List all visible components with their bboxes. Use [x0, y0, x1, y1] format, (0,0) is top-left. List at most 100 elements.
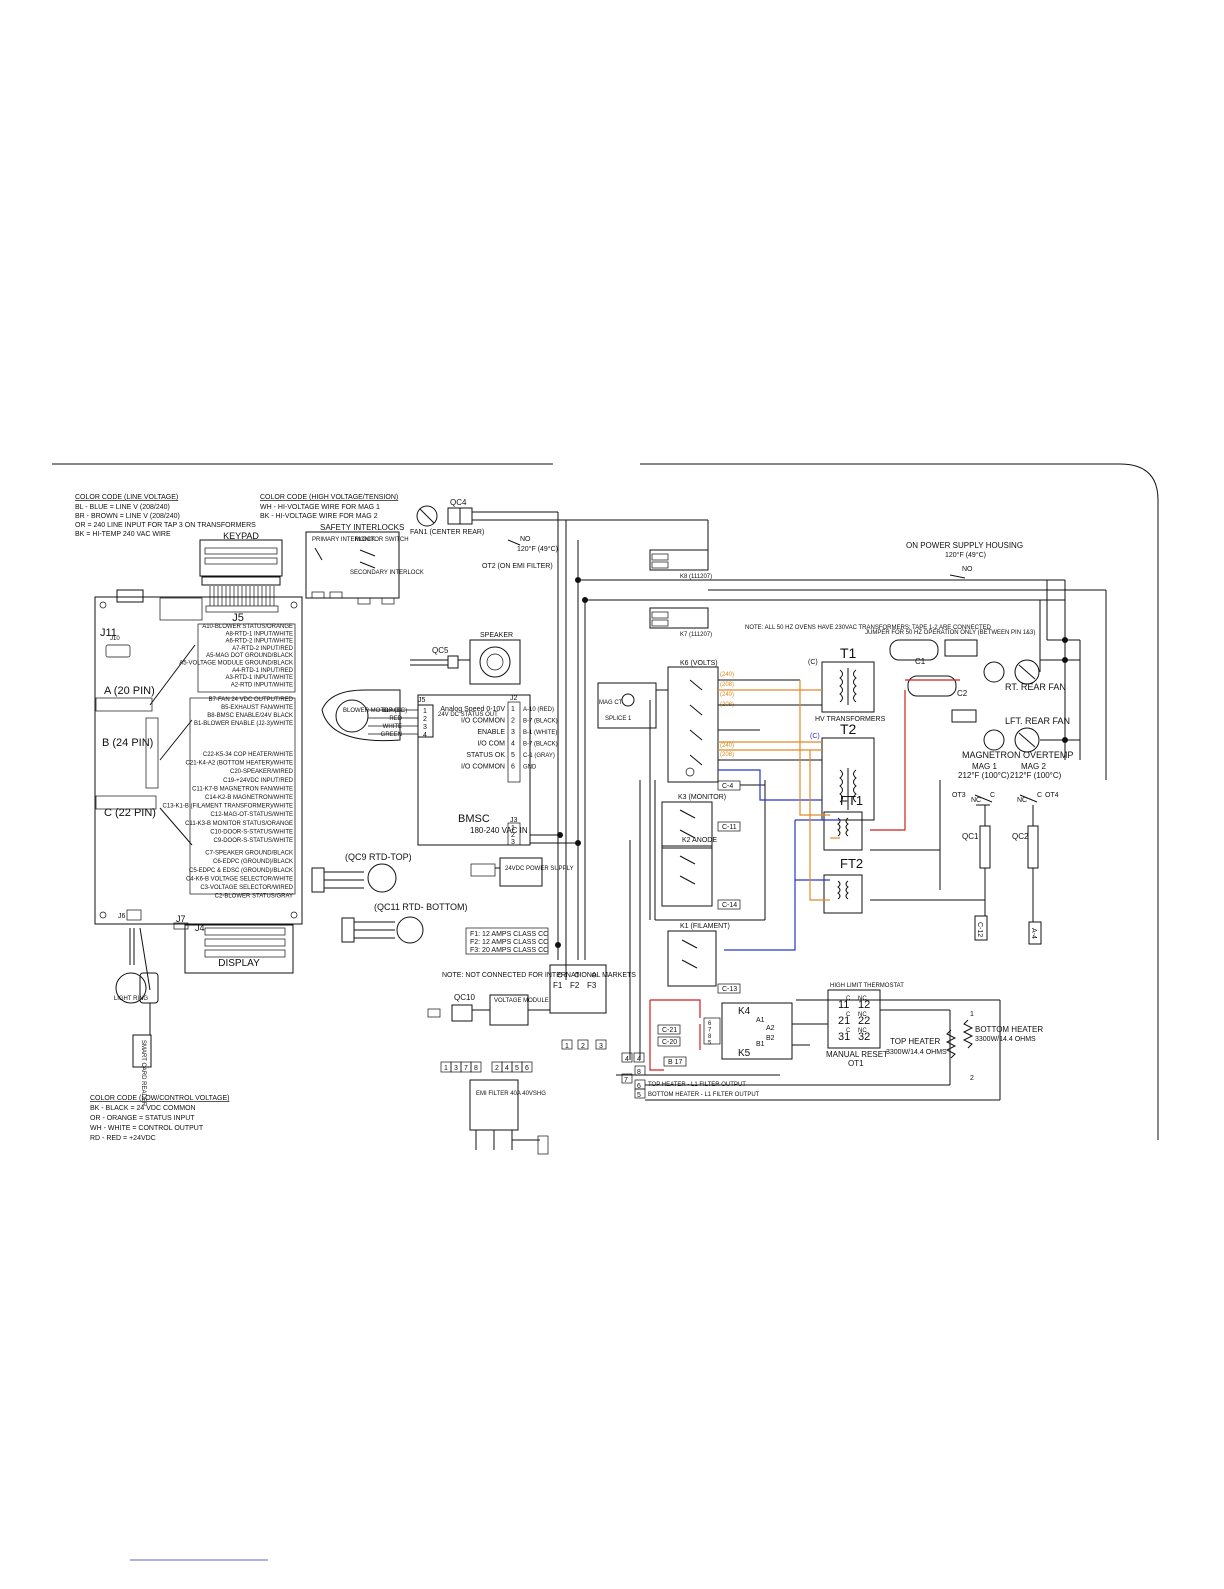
ot3-label: OT3 [952, 792, 966, 799]
small-terminal-number: 4 [637, 1056, 641, 1063]
relay-k2-anode: K2 ANODE C-14 [661, 837, 741, 910]
note-intl: NOTE: NOT CONNECTED FOR INTERNATIONAL MA… [442, 972, 636, 979]
ot2-temp: 120°F (49°C) [517, 545, 558, 553]
mag2-temp: 212°F (100°C) [1010, 771, 1062, 780]
fuse-f1: F1 [553, 981, 563, 990]
t2-label: T2 [840, 721, 857, 737]
volt-tap-common: (C) [810, 733, 820, 740]
bottom-heater-pin2: 2 [970, 1075, 974, 1082]
c21-label: C-21 [662, 1027, 677, 1034]
wiring-orange [718, 680, 840, 901]
j3-pin-number: 2 [511, 832, 515, 839]
thermostat-contact-right: 12 [858, 999, 870, 1011]
j2-wire-color: B-7 (BLACK) [523, 719, 558, 725]
keypad: KEYPAD J5 [199, 531, 283, 624]
small-terminal-box [561, 1039, 573, 1050]
blower-wire-color: RED [389, 716, 402, 722]
volt-tap-common: (C) [808, 659, 818, 666]
k4-a1: A1 [756, 1017, 765, 1024]
fuse-f2: F2 [570, 981, 580, 990]
top-heater: TOP HEATER 3300W/14.4 OHMS [886, 1029, 957, 1059]
j3-pin-rows: 123 [511, 825, 515, 846]
control-board: J11 J10 A (20 PIN) B (24 PIN) C (22 PIN)… [94, 589, 303, 933]
c13-label: C-13 [722, 986, 737, 993]
mag-overtemp-label: MAGNETRON OVERTEMP [962, 750, 1073, 760]
color-code-line-voltage: COLOR CODE (LINE VOLTAGE) BL - BLUE = LI… [75, 494, 256, 538]
k5-b2: B2 [766, 1035, 775, 1042]
ot2-label: OT2 (ON EMI FILTER) [482, 563, 553, 570]
ot1-label: OT1 [848, 1059, 864, 1068]
safety-interlocks-label: SAFETY INTERLOCKS [320, 523, 404, 532]
note-jumper: JUMPER FOR 50 HZ OPERATION ONLY (BETWEEN… [865, 630, 1035, 636]
small-terminal-box [595, 1039, 607, 1050]
j3-label: J3 [510, 817, 518, 824]
psu-housing-temp: 120°F (49°C) [945, 551, 986, 559]
j5-pin-label: A10-BLOWER STATUS/ORANGE [202, 624, 293, 630]
ft1-label: FT1 [840, 793, 863, 808]
ot3-nc: NC [971, 797, 981, 804]
top-heater-label: TOP HEATER [890, 1037, 940, 1046]
color-code-low-item: WH - WHITE = CONTROL OUTPUT [90, 1125, 204, 1132]
mag2-label: MAG 2 [1021, 762, 1046, 771]
small-terminal-box [577, 1039, 589, 1050]
j5-pin-label: A8-RTD-1 INPUT/WHITE [225, 631, 293, 637]
volt-tap-label: (240) [720, 743, 734, 749]
thermostat-contact-right: 32 [858, 1031, 870, 1043]
j2-wire-color: B-1 (WHITE) [523, 730, 557, 736]
blower-label: BLOWER MOTOR (DC) [343, 708, 407, 714]
magnetron-overtemp: MAGNETRON OVERTEMP MAG 1 MAG 2 212°F (10… [952, 750, 1073, 945]
j2-pin-number: 5 [511, 752, 515, 759]
j5-side-label: J5 [418, 697, 426, 704]
volt-tap-label: (208) [720, 682, 734, 688]
note-50hz: NOTE: ALL 50 HZ OVENS HAVE 230VAC TRANSF… [745, 625, 992, 631]
output-terminal-6: 6 [637, 1083, 641, 1090]
emi-terminal-number: 6 [525, 1065, 529, 1072]
output-terminal-8: 8 [637, 1069, 641, 1076]
color-code-high-voltage: COLOR CODE (HIGH VOLTAGE/TENSION) WH - H… [260, 494, 398, 520]
thermostat-c-label: C [846, 1028, 851, 1034]
j2-wire-color: B-7 (BLACK) [523, 742, 558, 748]
c-pin-label: C (22 PIN) [104, 807, 156, 819]
c2-label: C2 [957, 689, 968, 698]
ot4-label: OT4 [1045, 792, 1059, 799]
j5-pin-label: C10-DOOR-S-STATUS/WHITE [210, 829, 293, 835]
emi-terminal-box [521, 1061, 533, 1073]
volt-tap-label: (240) [720, 672, 734, 678]
k4-a2: A2 [766, 1025, 775, 1032]
j5-side-pin: 4 [423, 732, 427, 739]
bottom-heater-relay-label: BOTTOM HEATER - L1 FILTER OUTPUT [648, 1092, 760, 1098]
c20-label: C-20 [662, 1039, 677, 1046]
j5-pin-label: C12-MAG-OT-STATUS/WHITE [211, 812, 293, 818]
j5-pin-label: B8-BMSC ENABLE/24V BLACK [207, 713, 293, 719]
color-code-low-title: COLOR CODE (LOW/CONTROL VOLTAGE) [90, 1095, 230, 1102]
capacitor-c2: C2 [907, 675, 977, 723]
a4-label: A-4 [1030, 928, 1037, 939]
color-code-high-item: WH - HI-VOLTAGE WIRE FOR MAG 1 [260, 504, 380, 511]
secondary-interlock-label: SECONDARY INTERLOCK [350, 570, 424, 576]
psu-housing-label: ON POWER SUPPLY HOUSING [906, 541, 1023, 550]
filament-transformer-ft1: FT1 [823, 793, 863, 851]
j5-pin-label: A7-RTD-2 INPUT/RED [232, 646, 294, 652]
display-label: DISPLAY [218, 958, 260, 969]
output-terminals: 8 7 6 5 TOP HEATER - L1 FILTER OUTPUT BO… [621, 1065, 760, 1099]
j5-pin-label: A5-VOLTAGE MODULE GROUND/BLACK [179, 661, 293, 667]
color-code-line-item: BR - BROWN = LINE V (208/240) [75, 513, 180, 520]
k8-label: K8 (111207) [680, 574, 712, 580]
power-supply-24vdc: 24VDC POWER SUPPLY [470, 857, 574, 887]
qc9-label: (QC9 RTD-TOP) [345, 852, 412, 862]
mag-ct-label: MAG CT [599, 700, 623, 706]
mag-ct: MAG CT SPLICE 1 [597, 682, 657, 729]
page-frame [52, 463, 1159, 1561]
j6-label: J6 [118, 913, 126, 920]
j5-pin-label: C4-K6-B VOLTAGE SELECTOR/WHITE [186, 876, 293, 882]
c14-label: C-14 [722, 902, 737, 909]
emi-terminal-number: 2 [495, 1065, 499, 1072]
primary-interlock-label: PRIMARY INTERLOCK [312, 537, 375, 543]
